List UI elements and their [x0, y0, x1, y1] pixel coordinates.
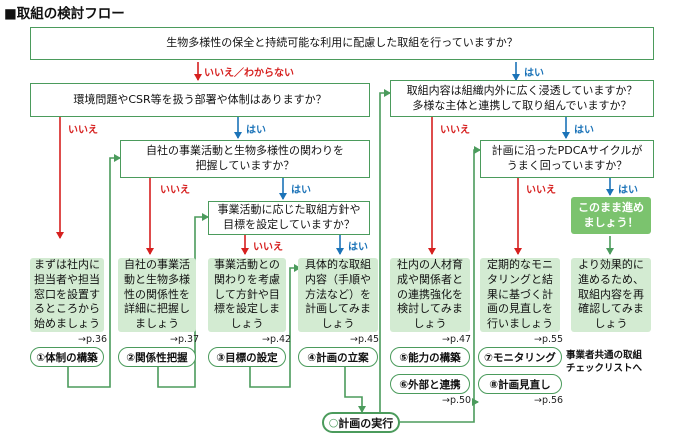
label-yes-q4: はい	[348, 242, 368, 253]
question-policy-targets: 事業活動に応じた取組方針や 目標を設定していますか？	[208, 201, 370, 235]
action-develop-people: 社内の人材育 成や関係者と の連携強化を 検討してみま しょう	[390, 258, 470, 332]
label-yes-q3: はい	[291, 185, 311, 196]
circle-icon: ○	[328, 416, 339, 429]
action-plan-initiatives: 具体的な取組 内容（手順や 方法など）を 計画してみま しょう	[298, 258, 378, 332]
question-biodiversity-initiatives: 生物多様性の保全と持続可能な利用に配慮した取組を行っていますか？	[30, 27, 654, 60]
label-yes-q1: はい	[524, 68, 544, 79]
label-no-q2: いいえ	[68, 125, 98, 136]
page-ref-36[interactable]: →p.36	[78, 334, 108, 345]
step-1-structure[interactable]: ①体制の構築	[30, 347, 104, 367]
step-3-targets[interactable]: ③目標の設定	[208, 347, 286, 367]
step-2-relationship[interactable]: ②関係性把握	[118, 347, 196, 367]
page-title: ■取組の検討フロー	[4, 6, 125, 22]
step-4-planning[interactable]: ④計画の立案	[298, 347, 378, 367]
label-no-q6: いいえ	[526, 185, 556, 196]
action-reconfirm: より効果的に 進めるため、 取組内容を再 確認してみま しょう	[571, 258, 651, 332]
label-no-dont-know: いいえ／わからない	[204, 68, 294, 79]
page-ref-50[interactable]: →p.50	[442, 395, 472, 406]
step-5-capacity[interactable]: ⑤能力の構築	[390, 347, 470, 367]
page-ref-42[interactable]: →p.42	[262, 334, 292, 345]
label-yes-q2: はい	[246, 125, 266, 136]
label-no-q5: いいえ	[440, 125, 470, 136]
page-ref-37[interactable]: →p.37	[170, 334, 200, 345]
step-7-monitoring[interactable]: ⑦モニタリング	[478, 347, 562, 367]
label-yes-q5: はい	[574, 125, 594, 136]
step-6-external[interactable]: ⑥外部と連携	[390, 374, 470, 394]
continue-box: このまま進め ましょう！	[571, 197, 651, 234]
page-ref-45[interactable]: →p.45	[350, 334, 380, 345]
page-ref-55[interactable]: →p.55	[534, 334, 564, 345]
label-no-q4: いいえ	[253, 242, 283, 253]
page-ref-56[interactable]: →p.56	[534, 395, 564, 406]
page-ref-47[interactable]: →p.47	[442, 334, 472, 345]
question-business-relationship: 自社の事業活動と生物多様性の関わりを 把握していますか？	[120, 140, 370, 178]
label-yes-q6: はい	[618, 185, 638, 196]
question-pdca-cycle: 計画に沿ったPDCAサイクルが うまく回っていますか？	[480, 140, 654, 178]
question-permeation-collaboration: 取組内容は組織内外に広く浸透していますか？ 多様な主体と連携して取り組んでいます…	[390, 80, 654, 117]
action-monitor-review: 定期的なモニ タリングと結 果に基づく計 画の見直しを 行いましょう	[480, 258, 560, 332]
question-department-structure: 環境問題やCSR等を扱う部署や体制はありますか？	[30, 83, 370, 117]
action-understand-relationship: 自社の事業活 動と生物多様 性の関係性を 詳細に把握し ましょう	[118, 258, 196, 332]
step-8-review[interactable]: ⑧計画見直し	[478, 374, 562, 394]
action-set-up-staff: まずは社内に 担当者や担当 窓口を設置す るところから 始めましょう	[30, 258, 104, 332]
checklist-note: 事業者共通の取組 チェックリストへ	[566, 350, 643, 374]
label-no-q3: いいえ	[160, 185, 190, 196]
action-set-policy: 事業活動との 関わりを考慮 して方針や目 標を設定しま しょう	[208, 258, 286, 332]
execute-label: 計画の実行	[338, 416, 394, 430]
execute-plan-pill[interactable]: ○計画の実行	[322, 412, 400, 433]
